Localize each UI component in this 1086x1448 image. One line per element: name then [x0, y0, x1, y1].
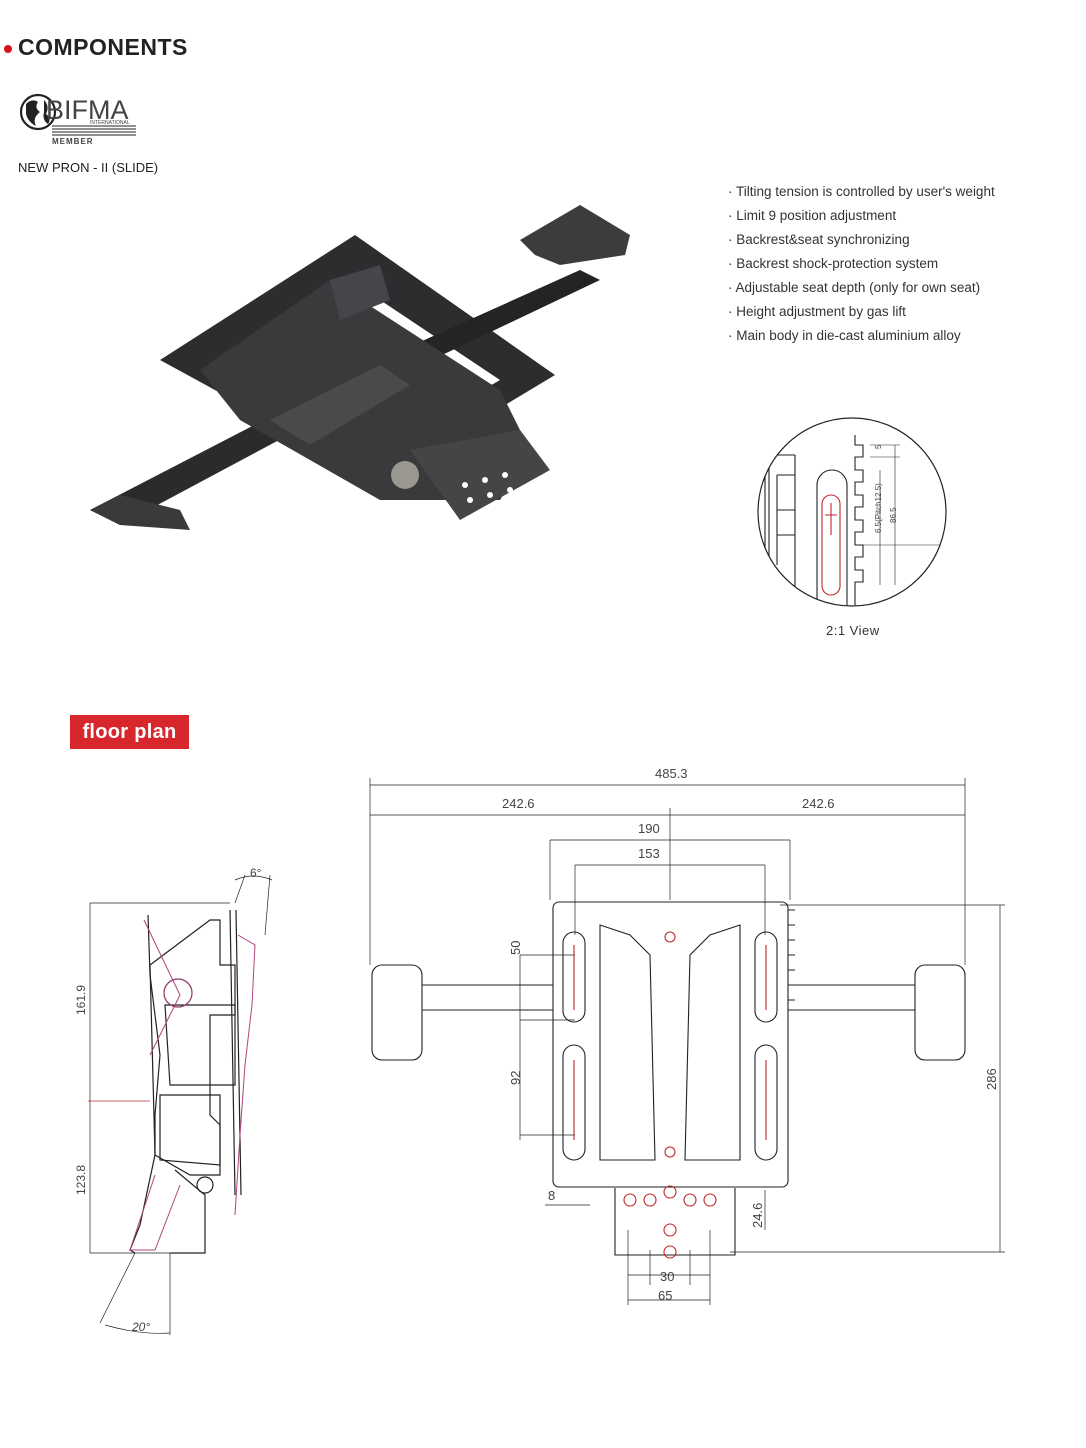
- feature-item: · Limit 9 position adjustment: [728, 208, 897, 223]
- feature-item: · Tilting tension is controlled by user'…: [728, 184, 995, 199]
- header-bullet: [4, 45, 12, 53]
- side-dim-lower: 123.8: [74, 1165, 88, 1195]
- top-view-drawing: 485.3 242.6 242.6 190 153 50 92 8 286 24…: [369, 766, 1005, 1305]
- dim-slot-upper: 50: [508, 941, 523, 955]
- chair-mechanism-illustration: [90, 205, 630, 530]
- bifma-sub: INTERNATIONAL: [90, 120, 130, 126]
- detail-dim-pitch: 6.5(Pitch12.5): [874, 483, 883, 533]
- model-name: NEW PRON - II (SLIDE): [18, 160, 159, 175]
- feature-item: · Main body in die-cast aluminium alloy: [728, 328, 961, 343]
- feature-item: · Height adjustment by gas lift: [728, 304, 906, 319]
- dim-half-right: 242.6: [802, 796, 835, 811]
- detail-dim-height: 86.5: [889, 507, 898, 523]
- detail-caption: 2:1 View: [826, 623, 880, 638]
- side-angle-top: 6°: [250, 866, 262, 880]
- dim-hole-span: 65: [658, 1288, 672, 1303]
- dim-edge: 8: [548, 1188, 555, 1203]
- dim-total-width: 485.3: [655, 766, 688, 781]
- side-angle-bottom: 20°: [131, 1320, 150, 1334]
- bifma-member: MEMBER: [52, 137, 94, 146]
- floor-plan-badge: floor plan: [70, 715, 189, 749]
- feature-list: · Tilting tension is controlled by user'…: [728, 180, 995, 348]
- bifma-logo: BIFMA INTERNATIONAL MEMBER: [19, 93, 136, 146]
- dim-slot-lower: 92: [508, 1071, 523, 1085]
- side-dim-upper: 161.9: [74, 985, 88, 1015]
- dim-half-left: 242.6: [502, 796, 535, 811]
- feature-item: · Backrest shock-protection system: [728, 256, 939, 271]
- dim-offset: 24.6: [750, 1203, 765, 1228]
- dim-plate-width: 190: [638, 821, 660, 836]
- dim-total-depth: 286: [984, 1068, 999, 1090]
- detail-view-diagram: 5 6.5(Pitch12.5) 86.5: [757, 417, 947, 607]
- detail-dim-tooth: 5: [874, 444, 883, 449]
- dim-hole-spacing: 30: [660, 1269, 674, 1284]
- side-view-drawing: 6° 20° 161.9 123.8: [74, 866, 273, 1335]
- feature-item: · Adjustable seat depth (only for own se…: [728, 280, 981, 295]
- feature-item: · Backrest&seat synchronizing: [728, 232, 910, 247]
- dim-slot-spacing: 153: [638, 846, 660, 861]
- bifma-text: BIFMA: [46, 95, 129, 125]
- page-title: COMPONENTS: [18, 34, 188, 60]
